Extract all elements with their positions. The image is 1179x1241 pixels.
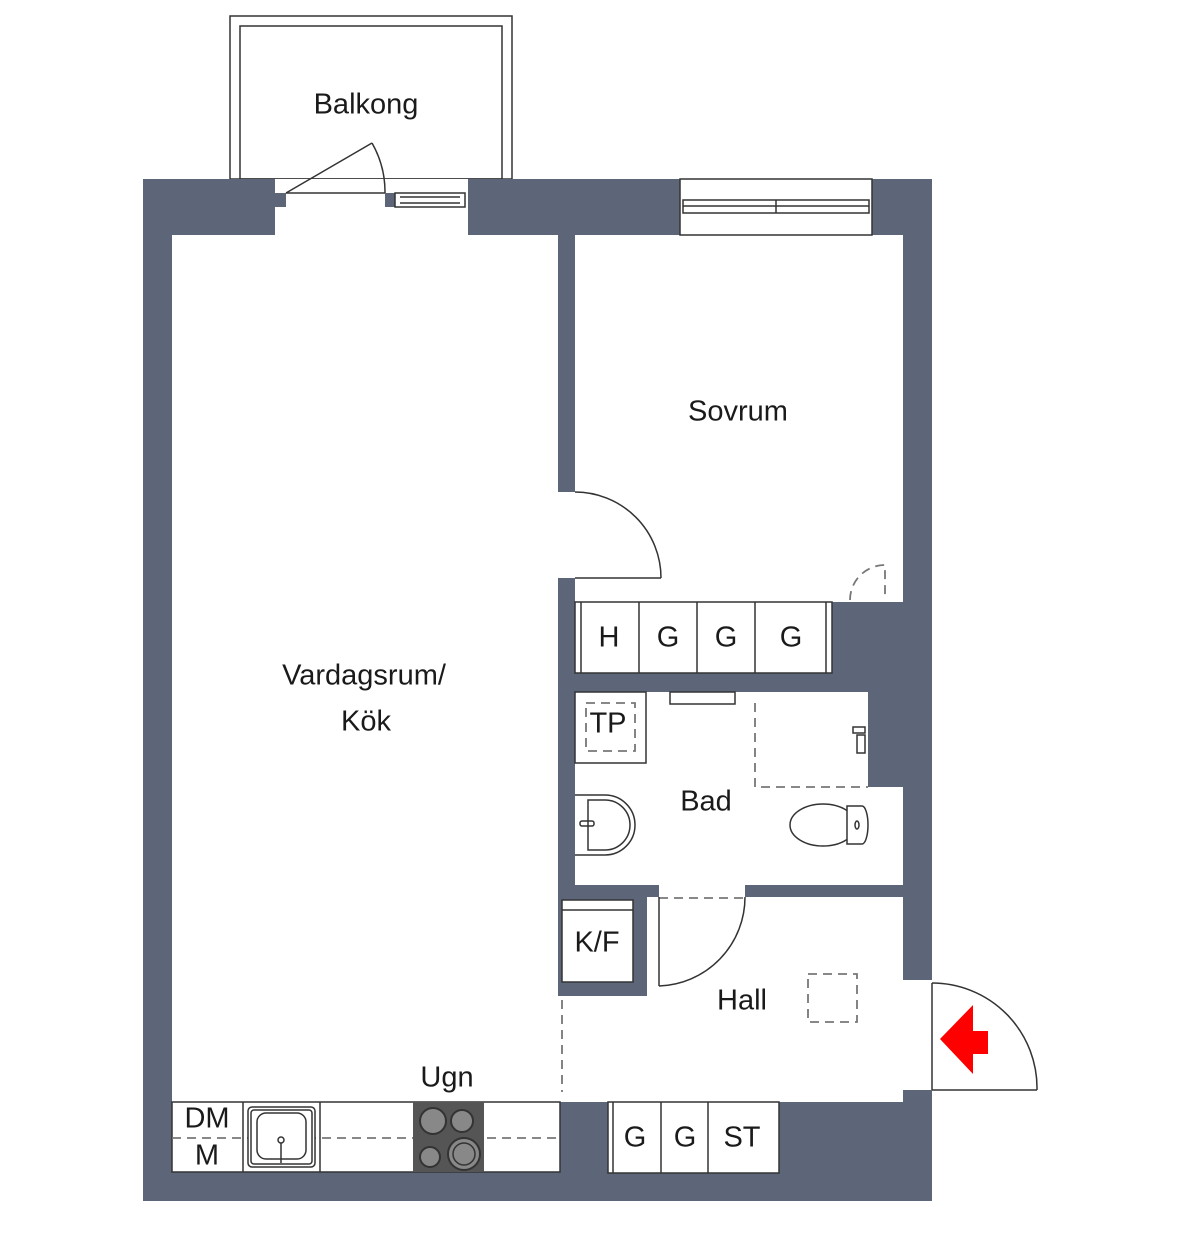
bathroom-window xyxy=(669,691,736,705)
wall-stub xyxy=(385,193,395,207)
fridge-freezer: K/F xyxy=(561,899,634,983)
fridge-freezer-label: K/F xyxy=(574,927,619,959)
towel-dryer xyxy=(574,691,647,764)
oven-label: Ugn xyxy=(420,1062,473,1094)
shower-head-icon xyxy=(852,726,866,754)
hall-wardrobes: G G ST xyxy=(607,1101,780,1174)
room-label-kitchen: Kök xyxy=(341,706,391,738)
kitchen-counter: DM M xyxy=(171,1101,561,1173)
room-label-bedroom: Sovrum xyxy=(688,396,788,428)
closet-door xyxy=(849,564,886,601)
entrance-door xyxy=(931,982,1038,1091)
sink-icon xyxy=(247,1106,316,1168)
wardrobe-label: G xyxy=(624,1122,647,1154)
wardrobe-label: G xyxy=(715,622,738,654)
room-label-balcony: Balkong xyxy=(314,89,419,121)
hob-icon xyxy=(413,1102,484,1172)
room-label-bath: Bad xyxy=(680,786,732,818)
bedroom-window xyxy=(679,178,873,236)
sink-icon xyxy=(575,794,636,856)
dishwasher-label: M xyxy=(195,1140,219,1172)
wardrobe-label: G xyxy=(674,1122,697,1154)
wall-stub xyxy=(275,193,286,207)
toilet-icon xyxy=(789,803,869,847)
room-label-hall: Hall xyxy=(717,985,767,1017)
hall-hatch xyxy=(807,973,858,1023)
bathroom-fixtures: TP xyxy=(574,691,869,856)
wardrobe-label: G xyxy=(780,622,803,654)
balcony-window xyxy=(394,192,466,208)
wardrobe-label: G xyxy=(657,622,680,654)
bedroom-door xyxy=(574,491,662,579)
wardrobe-label: ST xyxy=(723,1122,760,1154)
entrance-arrow-icon xyxy=(940,1005,988,1074)
shower-area xyxy=(754,703,868,788)
dishwasher-label: DM xyxy=(184,1103,229,1135)
bathroom-door xyxy=(658,896,746,987)
towel-dryer-label: TP xyxy=(589,708,626,740)
wardrobe-label: H xyxy=(599,622,620,654)
bedroom-wardrobes: H G G G xyxy=(574,601,833,674)
room-label-living: Vardagsrum/ xyxy=(282,660,447,692)
balcony-door xyxy=(285,142,386,194)
